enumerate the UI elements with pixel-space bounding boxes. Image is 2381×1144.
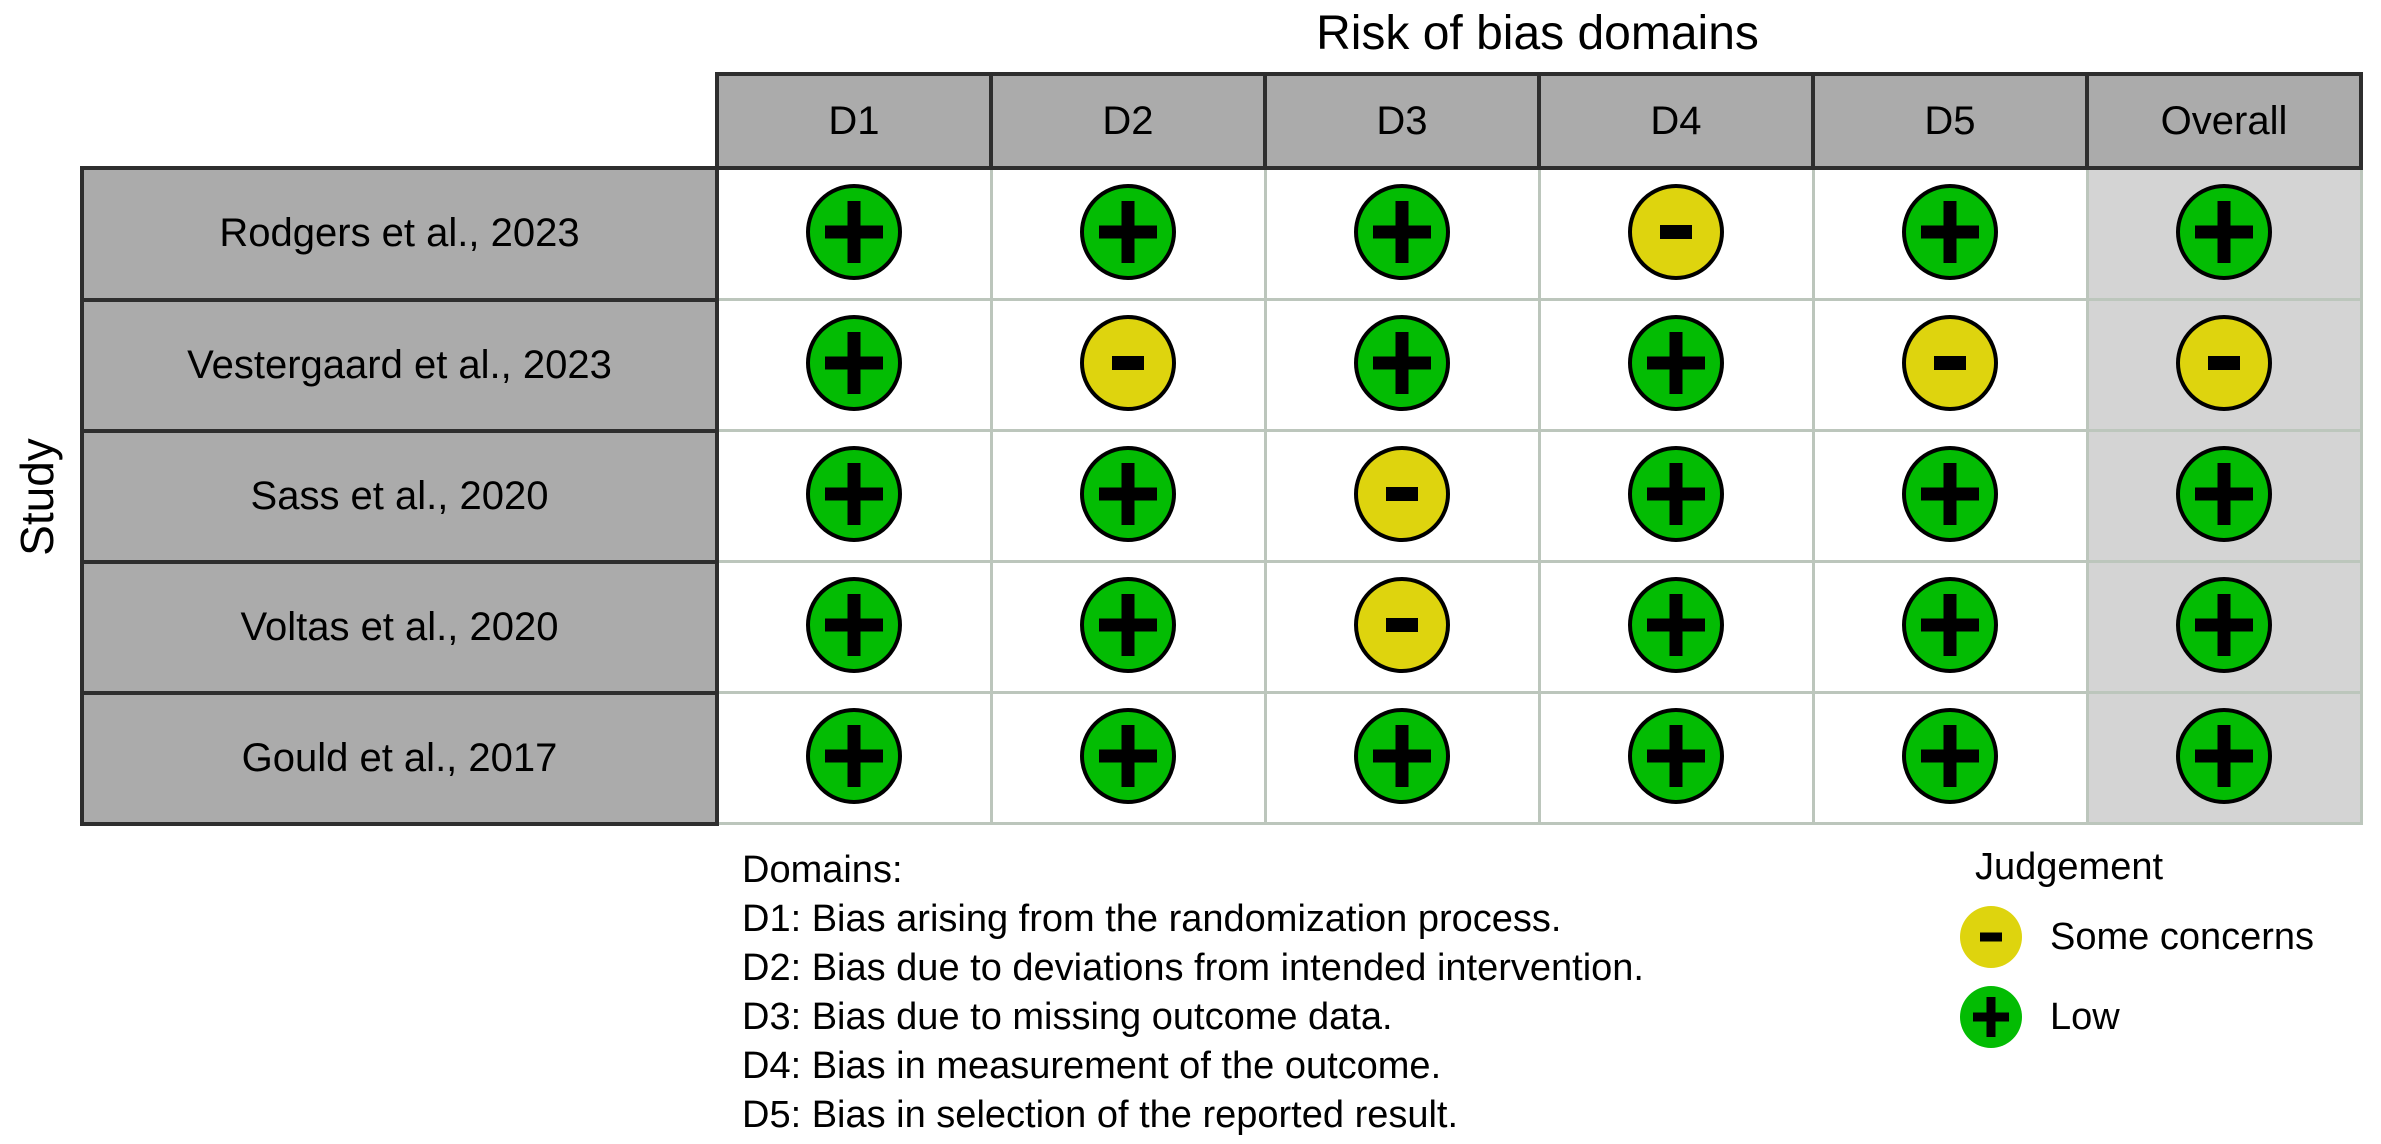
judgement-cell-low bbox=[715, 691, 993, 825]
some-concerns-icon bbox=[1960, 906, 2022, 968]
column-header-overall: Overall bbox=[2085, 72, 2363, 170]
judgement-cell-some-concerns bbox=[2085, 298, 2363, 432]
some-concerns-icon bbox=[1354, 576, 1450, 673]
column-header-d5: D5 bbox=[1811, 72, 2089, 170]
judgement-cell-low bbox=[1811, 691, 2089, 825]
some-concerns-icon bbox=[1080, 314, 1176, 411]
judgement-cell-low bbox=[989, 166, 1267, 301]
study-label: Gould et al., 2017 bbox=[80, 690, 719, 826]
low-risk-icon bbox=[1902, 707, 1998, 804]
judgement-cell-low bbox=[715, 429, 993, 563]
judgement-cell-some-concerns bbox=[1263, 429, 1541, 563]
low-risk-icon bbox=[1354, 707, 1450, 804]
low-risk-icon bbox=[2176, 707, 2272, 804]
low-risk-icon bbox=[1902, 445, 1998, 542]
domain-definition: D1: Bias arising from the randomization … bbox=[742, 898, 1562, 940]
table-row: Gould et al., 2017 bbox=[80, 690, 2363, 826]
low-risk-icon bbox=[806, 183, 903, 280]
table-row: Rodgers et al., 2023 bbox=[80, 166, 2363, 302]
some-concerns-icon bbox=[1628, 183, 1724, 280]
study-label: Vestergaard et al., 2023 bbox=[80, 297, 719, 433]
low-risk-icon bbox=[1902, 576, 1998, 673]
table-row: Sass et al., 2020 bbox=[80, 428, 2363, 564]
judgement-cell-low bbox=[1811, 560, 2089, 694]
low-risk-icon bbox=[806, 707, 903, 804]
judgement-legend: Judgement Some concerns Low bbox=[1960, 846, 2314, 1065]
column-header-d3: D3 bbox=[1263, 72, 1541, 170]
some-concerns-icon bbox=[1902, 314, 1998, 411]
low-risk-icon bbox=[1354, 314, 1450, 411]
domain-definition: D5: Bias in selection of the reported re… bbox=[742, 1094, 1459, 1136]
column-header-d2: D2 bbox=[989, 72, 1267, 170]
judgement-cell-some-concerns bbox=[989, 298, 1267, 432]
low-risk-icon bbox=[1628, 576, 1724, 673]
judgement-cell-low bbox=[2085, 560, 2363, 694]
judgement-cell-low bbox=[715, 560, 993, 694]
judgement-cell-low bbox=[989, 691, 1267, 825]
judgement-cell-low bbox=[715, 298, 993, 432]
low-risk-icon bbox=[2176, 445, 2272, 542]
low-risk-icon bbox=[1902, 183, 1998, 280]
judgement-cell-low bbox=[1811, 166, 2089, 301]
legend-label: Low bbox=[2050, 995, 2120, 1038]
low-risk-icon bbox=[806, 445, 903, 542]
domain-definition: D4: Bias in measurement of the outcome. bbox=[742, 1045, 1442, 1087]
domain-definition: D3: Bias due to missing outcome data. bbox=[742, 996, 1393, 1038]
low-risk-icon bbox=[1080, 707, 1176, 804]
judgement-cell-some-concerns bbox=[1263, 560, 1541, 694]
chart-title: Risk of bias domains bbox=[1316, 7, 1759, 60]
some-concerns-icon bbox=[1354, 445, 1450, 542]
judgement-cell-low bbox=[1263, 166, 1541, 301]
some-concerns-icon bbox=[2176, 314, 2272, 411]
low-risk-icon bbox=[1628, 445, 1724, 542]
legend-title: Judgement bbox=[1975, 846, 2164, 888]
judgement-cell-low bbox=[2085, 691, 2363, 825]
judgement-cell-low bbox=[1811, 429, 2089, 563]
corner-spacer bbox=[82, 74, 717, 168]
domains-footnote: Domains: D1: Bias arising from the rando… bbox=[742, 846, 1644, 1140]
low-risk-icon bbox=[806, 576, 903, 673]
judgement-cell-low bbox=[1537, 298, 1815, 432]
column-header-d1: D1 bbox=[715, 72, 993, 170]
judgement-cell-low bbox=[715, 166, 993, 301]
low-risk-icon bbox=[1080, 183, 1176, 280]
legend-item-low: Low bbox=[1960, 985, 2314, 1049]
judgement-cell-low bbox=[1537, 691, 1815, 825]
judgement-cell-low bbox=[1263, 298, 1541, 432]
study-label: Sass et al., 2020 bbox=[80, 428, 719, 564]
domains-heading: Domains: bbox=[742, 849, 903, 891]
legend-item-some-concerns: Some concerns bbox=[1960, 905, 2314, 969]
judgement-cell-some-concerns bbox=[1537, 166, 1815, 301]
low-risk-icon bbox=[806, 314, 903, 411]
low-risk-icon bbox=[1080, 445, 1176, 542]
judgement-cell-low bbox=[1537, 429, 1815, 563]
low-risk-icon bbox=[1960, 986, 2022, 1048]
low-risk-icon bbox=[1628, 314, 1724, 411]
column-header-d4: D4 bbox=[1537, 72, 1815, 170]
legend-label: Some concerns bbox=[2050, 915, 2315, 958]
low-risk-icon bbox=[2176, 183, 2272, 280]
judgement-cell-low bbox=[2085, 429, 2363, 563]
low-risk-icon bbox=[2176, 576, 2272, 673]
study-label: Rodgers et al., 2023 bbox=[80, 166, 719, 302]
domain-definition: D2: Bias due to deviations from intended… bbox=[742, 947, 1644, 989]
table-row: Vestergaard et al., 2023 bbox=[80, 297, 2363, 433]
y-axis-label: Study bbox=[11, 438, 63, 556]
judgement-cell-low bbox=[989, 429, 1267, 563]
low-risk-icon bbox=[1080, 576, 1176, 673]
low-risk-icon bbox=[1628, 707, 1724, 804]
low-risk-icon bbox=[1354, 183, 1450, 280]
judgement-cell-low bbox=[1537, 560, 1815, 694]
judgement-cell-low bbox=[989, 560, 1267, 694]
judgement-cell-low bbox=[1263, 691, 1541, 825]
judgement-cell-low bbox=[2085, 166, 2363, 301]
study-label: Voltas et al., 2020 bbox=[80, 559, 719, 695]
table-row: Voltas et al., 2020 bbox=[80, 559, 2363, 695]
judgement-cell-some-concerns bbox=[1811, 298, 2089, 432]
